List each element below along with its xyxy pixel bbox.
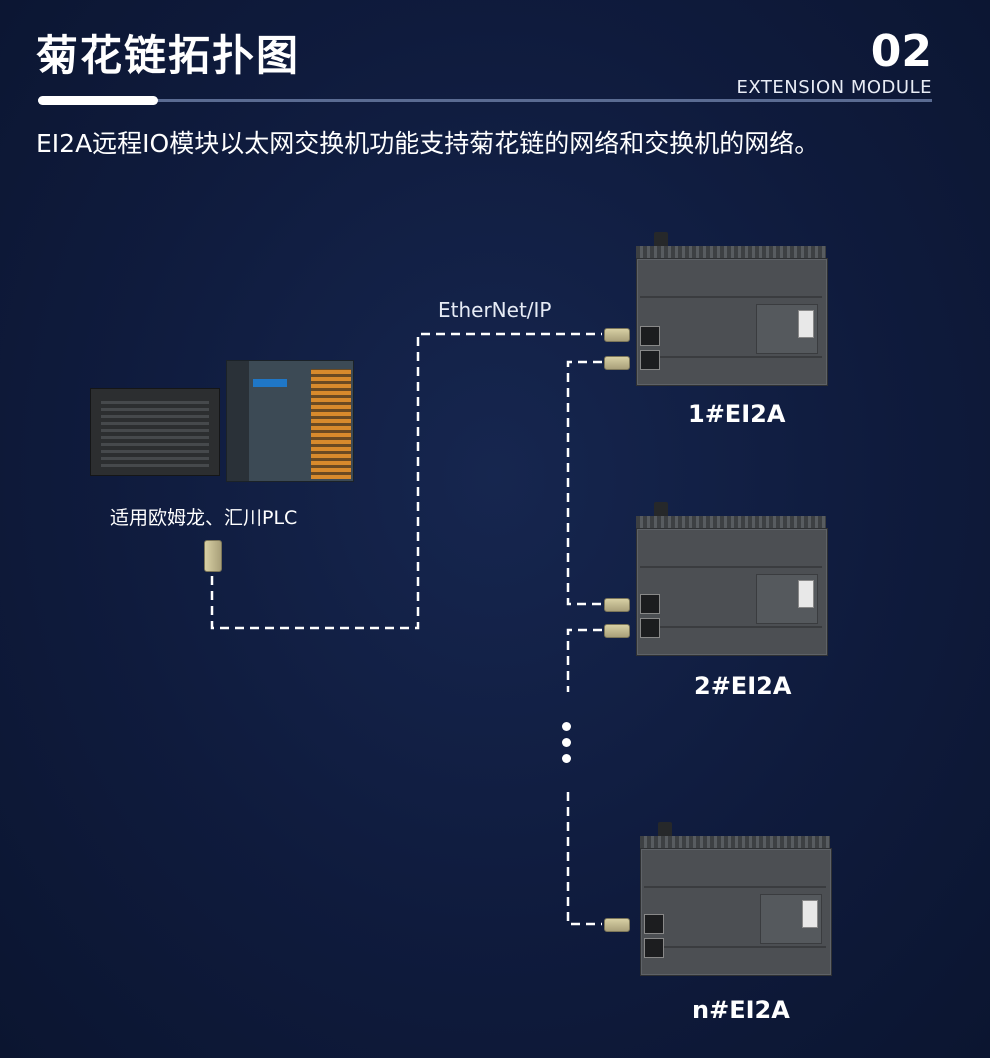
section-subtitle: EXTENSION MODULE <box>736 77 932 98</box>
device2-out-line <box>566 628 602 692</box>
ellipsis-dot <box>562 738 571 747</box>
plc-ethernet-plug-icon <box>204 540 222 572</box>
protocol-label: EtherNet/IP <box>438 298 552 322</box>
ethernet-port-icon <box>640 594 660 614</box>
device1-out-line <box>566 360 602 606</box>
plc-to-switch-line <box>210 332 602 630</box>
ethernet-plug-icon <box>604 356 630 370</box>
ei2a-module-1 <box>636 232 828 386</box>
ethernet-plug-icon <box>604 328 630 342</box>
devicen-in-line <box>566 792 602 926</box>
inovance-plc-image <box>226 360 354 482</box>
ellipsis-dot <box>562 722 571 731</box>
ethernet-port-icon <box>644 914 664 934</box>
device-label-n: n#EI2A <box>692 996 790 1024</box>
ethernet-plug-icon <box>604 624 630 638</box>
intro-text: EI2A远程IO模块以太网交换机功能支持菊花链的网络和交换机的网络。 <box>36 129 820 158</box>
device-label-2: 2#EI2A <box>694 672 792 700</box>
header-divider <box>38 99 932 102</box>
ethernet-plug-icon <box>604 918 630 932</box>
ei2a-module-n <box>640 822 832 976</box>
ethernet-port-icon <box>640 350 660 370</box>
ethernet-port-icon <box>644 938 664 958</box>
section-number: 02 <box>870 26 932 77</box>
omron-plc-image <box>90 388 220 476</box>
ethernet-port-icon <box>640 618 660 638</box>
header-divider-highlight <box>38 96 158 105</box>
ethernet-port-icon <box>640 326 660 346</box>
ellipsis-dot <box>562 754 571 763</box>
device-label-1: 1#EI2A <box>688 400 786 428</box>
ethernet-plug-icon <box>604 598 630 612</box>
page-title: 菊花链拓扑图 <box>36 31 301 80</box>
plc-label: 适用欧姆龙、汇川PLC <box>110 507 298 529</box>
ei2a-module-2 <box>636 502 828 656</box>
